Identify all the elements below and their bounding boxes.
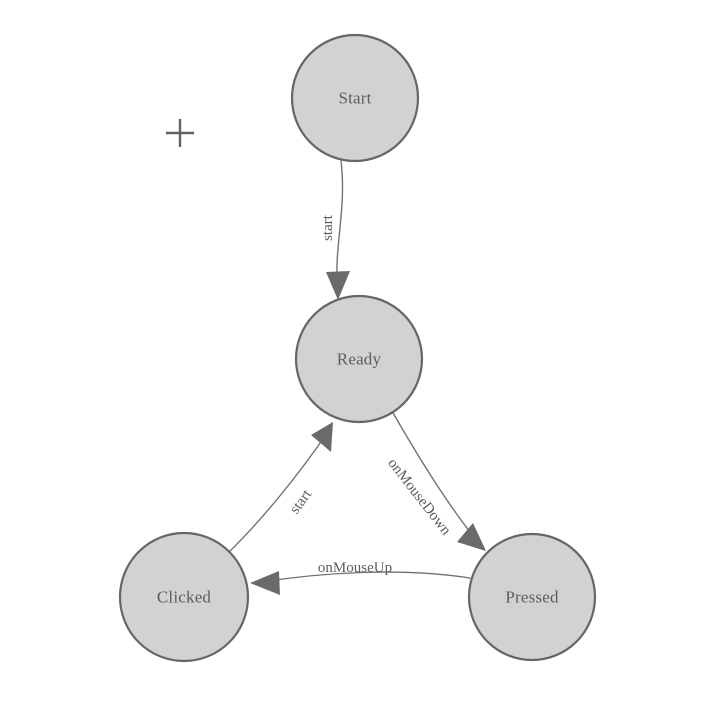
edge-ready-to-pressed[interactable]: onMouseDown	[384, 410, 486, 551]
edge-clicked-to-ready[interactable]: start	[227, 422, 333, 554]
edge-pressed-to-clicked[interactable]: onMouseUp	[250, 560, 471, 595]
node-clicked[interactable]: Clicked	[118, 531, 250, 663]
node-label-pressed: Pressed	[505, 588, 559, 607]
node-start[interactable]: Start	[290, 33, 420, 163]
edge-start-to-ready[interactable]: start	[320, 160, 350, 300]
node-pressed[interactable]: Pressed	[467, 532, 597, 662]
edge-label-start-to-ready: start	[320, 214, 336, 241]
node-ready[interactable]: Ready	[294, 294, 424, 424]
node-label-ready: Ready	[337, 350, 382, 369]
node-label-start: Start	[338, 89, 371, 108]
crosshair-icon	[166, 119, 194, 147]
edge-label-ready-to-pressed: onMouseDown	[384, 456, 454, 539]
node-label-clicked: Clicked	[157, 588, 212, 607]
edge-label-pressed-to-clicked: onMouseUp	[318, 560, 392, 576]
edge-label-clicked-to-ready: start	[287, 486, 316, 517]
